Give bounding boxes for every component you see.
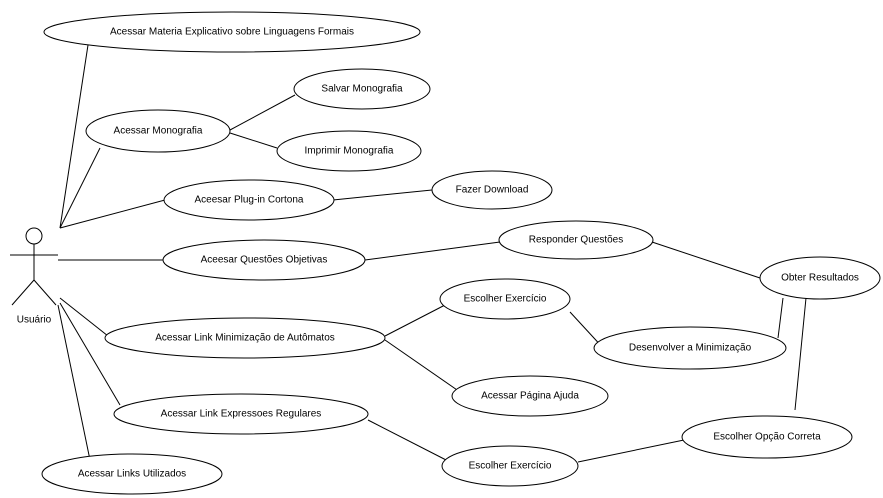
use-case-imprimir-label: Imprimir Monografia	[305, 146, 394, 157]
edge-expressoes-escolher2	[367, 419, 451, 463]
actor-head	[25, 227, 43, 245]
use-case-download-label: Fazer Download	[456, 185, 529, 196]
use-case-download-shape	[431, 170, 553, 210]
use-case-imprimir-shape	[276, 130, 422, 172]
use-case-salvar-shape	[293, 68, 431, 110]
use-case-questoes: Aceesar Questões Objetivas	[162, 239, 366, 281]
use-case-escolher-exercicio-2: Escolher Exercício	[441, 445, 579, 487]
use-case-desenvolver-label: Desenvolver a Minimização	[629, 343, 752, 354]
use-case-salvar-label: Salvar Monografia	[321, 84, 403, 95]
edge-actor-material	[59, 44, 89, 229]
use-case-expressoes-shape	[113, 393, 369, 435]
actor-right-leg	[33, 279, 57, 306]
use-case-resultados: Obter Resultados	[759, 256, 881, 300]
use-case-opcao-label: Escolher Opção Correta	[713, 432, 821, 443]
edge-monografia-imprimir	[229, 132, 278, 149]
use-case-questoes-label: Aceesar Questões Objetivas	[201, 255, 328, 266]
use-case-imprimir: Imprimir Monografia	[276, 130, 422, 172]
edge-escolher2-opcao	[577, 439, 685, 463]
use-case-download: Fazer Download	[431, 170, 553, 210]
edge-opcao-resultados	[794, 297, 807, 411]
use-case-resultados-shape	[759, 256, 881, 300]
edge-plugin-download	[332, 189, 433, 201]
use-case-escolher-exercicio-1-shape	[439, 278, 571, 320]
use-case-questoes-shape	[162, 239, 366, 281]
use-case-escolher-exercicio-1-label: Escolher Exercício	[464, 294, 547, 305]
edge-responder-resultados	[651, 241, 761, 279]
use-case-ajuda: Acessar Página Ajuda	[451, 375, 609, 417]
use-case-minimizacao: Acessar Link Minimização de Autômatos	[104, 317, 386, 359]
use-case-monografia-shape	[85, 109, 231, 153]
use-case-expressoes-label: Acessar Link Expressoes Regulares	[161, 409, 322, 420]
use-case-responder-shape	[498, 220, 654, 260]
edge-actor-expressoes	[59, 302, 121, 406]
edge-questoes-responder	[364, 241, 501, 261]
use-case-resultados-label: Obter Resultados	[781, 273, 859, 284]
edge-minimizacao-escolher1	[384, 304, 446, 337]
use-case-material-shape	[43, 11, 421, 53]
use-case-monografia-label: Acessar Monografia	[114, 126, 203, 137]
use-case-responder-label: Responder Questões	[529, 235, 624, 246]
use-case-links-shape	[41, 453, 223, 495]
edge-actor-monografia	[59, 147, 101, 229]
use-case-escolher-exercicio-1: Escolher Exercício	[439, 278, 571, 320]
use-case-monografia: Acessar Monografia	[85, 109, 231, 153]
use-case-links-label: Acessar Links Utilizados	[78, 469, 186, 480]
edge-minimizacao-ajuda	[384, 339, 461, 393]
use-case-minimizacao-label: Acessar Link Minimização de Autômatos	[155, 333, 335, 344]
edge-desenvolver-resultados	[777, 297, 784, 339]
use-case-expressoes: Acessar Link Expressoes Regulares	[113, 393, 369, 435]
use-case-desenvolver-shape	[593, 326, 787, 370]
use-case-plugin-shape	[163, 179, 335, 221]
use-case-escolher-exercicio-2-label: Escolher Exercício	[469, 461, 552, 472]
use-case-links: Acessar Links Utilizados	[41, 453, 223, 495]
actor-name: Usuário	[17, 315, 52, 326]
associations	[57, 44, 807, 463]
use-case-opcao: Escolher Opção Correta	[681, 415, 853, 459]
use-case-ajuda-label: Acessar Página Ajuda	[481, 391, 579, 402]
use-case-minimizacao-shape	[104, 317, 386, 359]
edge-actor-links	[57, 304, 91, 461]
use-case-opcao-shape	[681, 415, 853, 459]
use-case-ajuda-shape	[451, 375, 609, 417]
use-case-material: Acessar Materia Explicativo sobre Lingua…	[43, 11, 421, 53]
use-case-material-label: Acessar Materia Explicativo sobre Lingua…	[110, 27, 354, 38]
use-case-plugin-label: Aceesar Plug-in Cortona	[195, 195, 304, 206]
edge-actor-plugin	[59, 199, 166, 229]
use-case-responder: Responder Questões	[498, 220, 654, 260]
use-case-plugin: Aceesar Plug-in Cortona	[163, 179, 335, 221]
use-case-salvar: Salvar Monografia	[293, 68, 431, 110]
use-case-desenvolver: Desenvolver a Minimização	[593, 326, 787, 370]
actor-usuario: Usuário	[10, 227, 58, 326]
use-case-escolher-exercicio-2-shape	[441, 445, 579, 487]
actor-left-leg	[11, 279, 35, 306]
edge-actor-minimizacao	[59, 297, 109, 337]
edge-monografia-salvar	[229, 94, 296, 131]
